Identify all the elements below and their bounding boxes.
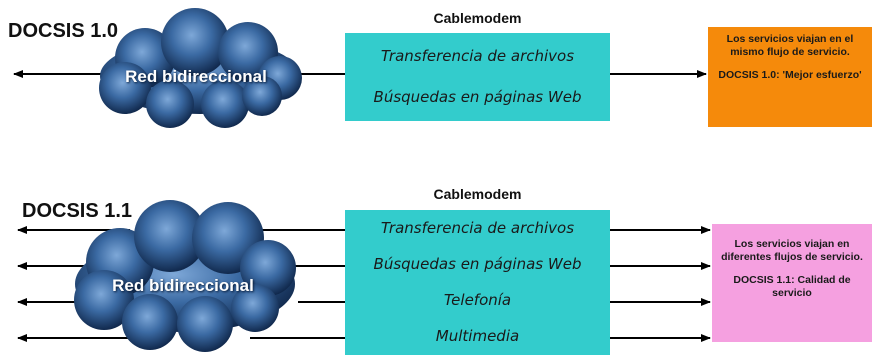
service-item-2-4: Multimedia [435, 327, 520, 345]
cloud-2 [74, 200, 296, 352]
note-box-1: Los servicios viajan en el mismo flujo d… [708, 27, 872, 127]
service-item-1-1: Transferencia de archivos [380, 47, 575, 65]
cloud-1 [99, 8, 302, 128]
diagram-1-title: DOCSIS 1.0 [8, 20, 119, 42]
cablemodem-label-2: Cablemodem [433, 186, 522, 202]
arrows-right-2 [610, 226, 711, 342]
service-item-2-1: Transferencia de archivos [380, 219, 575, 237]
diagram-2-title: DOCSIS 1.1 [22, 200, 133, 222]
note-1-text: Los servicios viajan en el mismo flujo d… [726, 33, 854, 58]
cablemodem-box-1: Transferencia de archivos Búsquedas en p… [345, 33, 610, 121]
note-2-text: Los servicios viajan en diferentes flujo… [721, 238, 863, 263]
note-1-standard: DOCSIS 1.0: 'Mejor esfuerzo' [718, 69, 862, 81]
service-item-2-2: Búsquedas en páginas Web [373, 255, 582, 273]
note-box-2: Los servicios viajan en diferentes flujo… [712, 224, 872, 342]
cablemodem-label-1: Cablemodem [433, 10, 522, 26]
cloud-label-2: Red bidireccional [112, 276, 254, 295]
service-item-2-3: Telefonía [443, 291, 512, 309]
service-item-1-2: Búsquedas en páginas Web [373, 88, 582, 106]
note-2-standard: DOCSIS 1.1: Calidad de servicio [733, 274, 851, 299]
cloud-label-1: Red bidireccional [125, 67, 267, 86]
cablemodem-box-2: Transferencia de archivos Búsquedas en p… [345, 210, 610, 355]
